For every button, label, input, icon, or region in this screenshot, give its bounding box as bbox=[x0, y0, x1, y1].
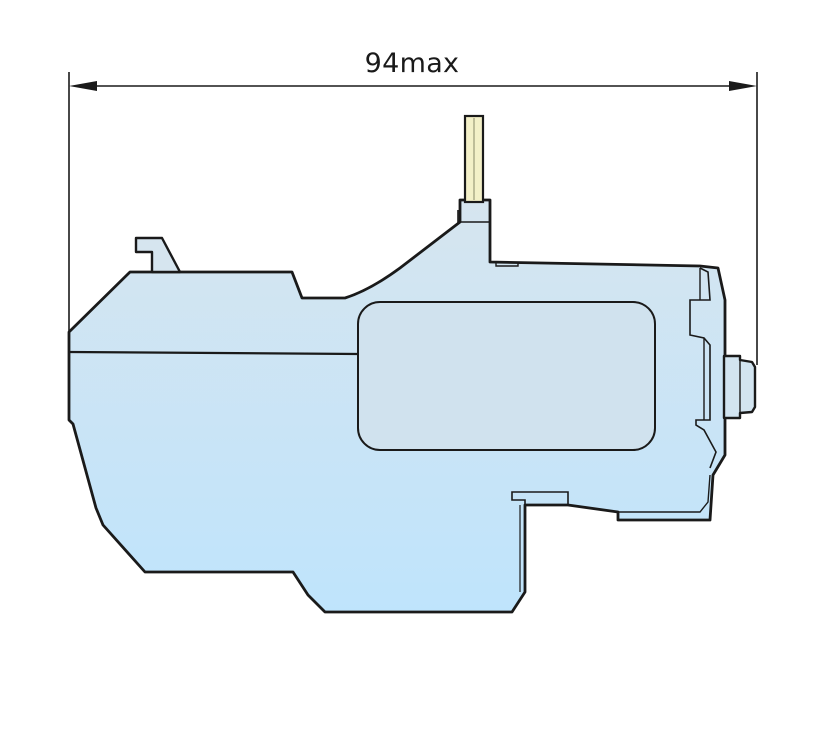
bottom-right-foot bbox=[618, 474, 711, 513]
bottom-step-detail bbox=[511, 491, 569, 505]
pin-base bbox=[457, 210, 490, 223]
seam-line bbox=[68, 350, 359, 356]
arrowhead-right-icon bbox=[729, 81, 757, 91]
dimension-label: 94max bbox=[364, 48, 460, 79]
mounting-hook bbox=[134, 236, 182, 274]
front-panel bbox=[357, 301, 656, 451]
right-housing-detail bbox=[689, 267, 717, 469]
arrowhead-left-icon bbox=[69, 81, 97, 91]
top-step bbox=[495, 262, 519, 267]
